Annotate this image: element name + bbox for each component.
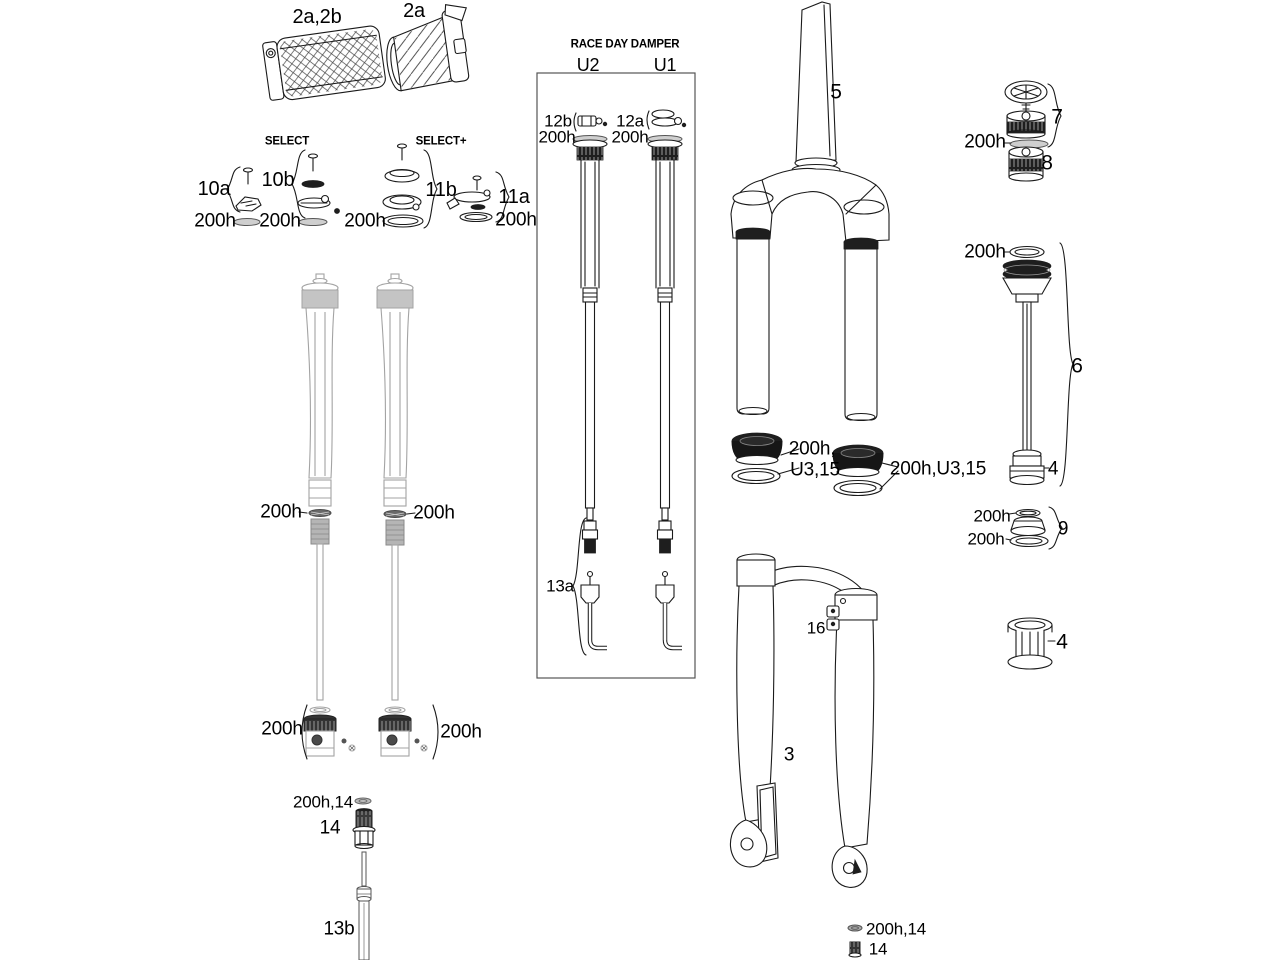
label-200h-11a: 200h xyxy=(495,209,537,231)
damper-internal-right-art xyxy=(376,273,439,760)
grip-2a-twistloc-art xyxy=(386,4,470,92)
airspring-internal-left-art xyxy=(298,273,356,760)
label-200h-9-bottom: 200h xyxy=(967,529,1005,549)
label-3: 3 xyxy=(783,744,795,766)
label-10b: 10b xyxy=(261,169,295,191)
part-8-art xyxy=(1008,146,1044,182)
label-200h-14-right: 200h,14 xyxy=(865,919,927,939)
label-16: 16 xyxy=(806,618,826,638)
label-u2: U2 xyxy=(576,55,600,75)
label-5: 5 xyxy=(830,80,842,104)
label-grip-2ab: 2a,2b xyxy=(292,6,342,28)
rebound-parts-13a-art xyxy=(572,517,682,656)
seal-stack-9-art xyxy=(1005,506,1063,550)
label-200h-7: 200h xyxy=(964,131,1006,153)
label-200h-right-bottom: 200h xyxy=(440,721,482,743)
label-200h-14-left: 200h,14 xyxy=(292,792,354,812)
label-200h-10b: 200h xyxy=(259,210,301,232)
rebound-bolt-14-left-art xyxy=(352,797,376,960)
dust-seals-u3-art xyxy=(731,432,899,497)
top-cap-7-art xyxy=(1003,80,1062,149)
label-11b: 11b xyxy=(425,179,457,201)
label-4-spool: 4 xyxy=(1056,630,1068,654)
label-u1: U1 xyxy=(653,55,677,75)
label-200h-right-mid: 200h xyxy=(413,502,455,524)
label-race-day-damper: RACE DAY DAMPER xyxy=(570,38,680,51)
select-remote-10a-art xyxy=(226,166,262,226)
label-200h-left-bottom: 200h xyxy=(261,718,303,740)
csu-crown-steerer-art xyxy=(730,1,890,422)
label-6: 6 xyxy=(1071,354,1083,378)
damper-u1-assembly-art xyxy=(646,109,687,521)
label-200h-6: 200h xyxy=(964,241,1006,263)
label-200h-10a: 200h xyxy=(194,210,236,232)
spool-4-art xyxy=(1007,617,1056,670)
label-200h-11b: 200h xyxy=(344,210,386,232)
label-7: 7 xyxy=(1051,105,1063,129)
label-11a: 11a xyxy=(498,186,530,208)
race-day-damper-box xyxy=(536,72,696,679)
label-13a: 13a xyxy=(546,576,574,596)
label-12b: 12b xyxy=(544,111,572,131)
label-u315-left-line1: 200h, xyxy=(788,438,836,460)
label-200h-9-top: 200h xyxy=(973,506,1011,526)
label-4-shaft: 4 xyxy=(1047,458,1059,480)
label-14-right: 14 xyxy=(868,939,888,959)
label-10a: 10a xyxy=(197,178,231,200)
label-grip-2a: 2a xyxy=(403,0,425,22)
select-remote-10b-art xyxy=(291,149,340,226)
label-200h-left-mid: 200h xyxy=(260,501,302,523)
label-12a: 12a xyxy=(616,111,644,131)
label-u315-right: 200h,U3,15 xyxy=(889,458,987,480)
label-200h-12b: 200h xyxy=(538,127,576,147)
label-select-plus-header: SELECT+ xyxy=(415,135,467,148)
lowers-3-art xyxy=(729,553,878,888)
select-plus-11b-art xyxy=(382,143,438,229)
label-select-header: SELECT xyxy=(264,135,310,148)
grip-2ab-art xyxy=(262,25,386,101)
label-14-left: 14 xyxy=(319,817,341,839)
rebound-bolt-14-right-art xyxy=(847,924,863,958)
label-13b: 13b xyxy=(323,918,355,940)
air-shaft-6-art xyxy=(1002,242,1074,487)
label-u315-left-line2: U3,15 xyxy=(790,459,840,481)
label-9: 9 xyxy=(1057,518,1069,540)
damper-u2-assembly-art xyxy=(572,112,608,521)
label-200h-12a: 200h xyxy=(611,127,649,147)
label-8: 8 xyxy=(1041,151,1053,175)
select-plus-11a-art xyxy=(446,171,510,223)
